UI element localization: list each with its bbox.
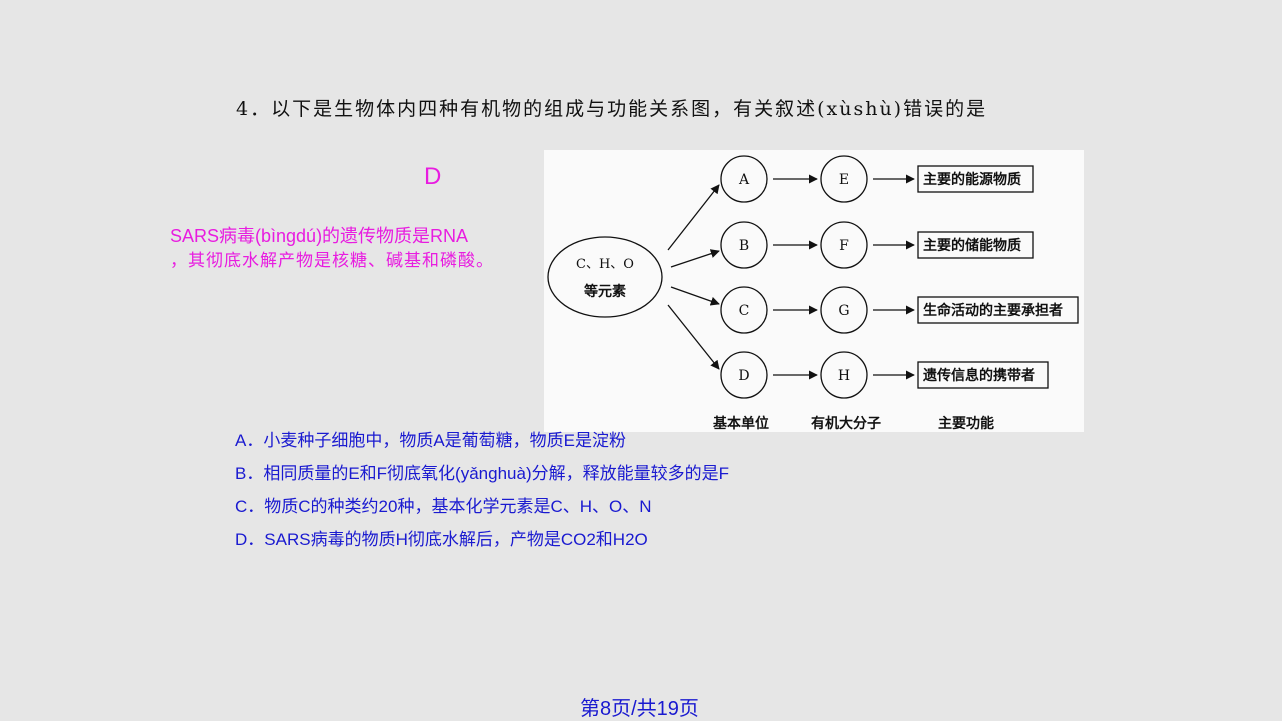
macro-circle-G <box>820 286 868 334</box>
unit-circle-C <box>720 286 768 334</box>
explanation-line-1: SARS病毒(bìngdú)的遗传物质是RNA <box>170 226 469 246</box>
answer-text: D <box>424 163 442 190</box>
arrow-element-to-unit <box>667 304 720 370</box>
page-number: 第8页/共19页 <box>580 698 699 720</box>
macro-circle-F <box>820 221 868 269</box>
element-ellipse <box>547 236 663 318</box>
function-label: 主要的能源物质 <box>923 171 1021 188</box>
function-label: 主要的储能物质 <box>923 237 1021 254</box>
function-label: 生命活动的主要承担者 <box>923 302 1063 319</box>
macro-label: H <box>838 368 850 384</box>
macro-label: F <box>839 238 849 254</box>
option-b[interactable]: B．相同质量的E和F彻底氧化(yǎnghuà)分解，释放能量较多的是F <box>235 464 729 483</box>
diagram-svg: C、H、O 等元素 A E 主要的能源物质 B F 主要的储能物质 C G 生命活动的主要承担者 D H… <box>547 155 1079 432</box>
macro-label: E <box>839 172 849 188</box>
option-d[interactable]: D．SARS病毒的物质H彻底水解后，产物是CO2和H2O <box>235 530 648 549</box>
macro-circle-H <box>820 351 868 399</box>
unit-label: A <box>738 172 750 188</box>
function-box <box>917 361 1049 389</box>
relationship-diagram: C、H、O 等元素 A E 主要的能源物质 B F 主要的储能物质 C G 生命活动的主要承担者 D H… <box>544 150 1084 432</box>
unit-label: C <box>739 303 750 319</box>
function-label: 遗传信息的携带者 <box>922 367 1035 384</box>
function-box <box>917 165 1034 193</box>
element-label-2: 等元素 <box>584 283 626 300</box>
arrow-element-to-unit <box>667 184 720 251</box>
column-label: 主要功能 <box>938 415 994 432</box>
function-box <box>917 231 1034 259</box>
function-box <box>917 296 1079 324</box>
macro-circle-E <box>820 155 868 203</box>
column-label: 基本单位 <box>713 415 769 432</box>
macro-label: G <box>838 303 849 319</box>
explanation: SARS病毒(bìngdú)的遗传物质是RNA ，其彻底水解产物是核糖、碱基和磷… <box>170 224 494 274</box>
explanation-line-2: ，其彻底水解产物是核糖、碱基和磷酸。 <box>170 251 494 271</box>
arrow-element-to-unit <box>670 286 720 306</box>
question-text: 4．以下是生物体内四种有机物的组成与功能关系图，有关叙述(xùshù)错误的是 <box>236 98 988 120</box>
element-label: C、H、O <box>576 257 634 272</box>
column-label: 有机大分子 <box>811 415 881 432</box>
option-c[interactable]: C．物质C的种类约20种，基本化学元素是C、H、O、N <box>235 497 652 516</box>
unit-circle-A <box>720 155 768 203</box>
unit-circle-B <box>720 221 768 269</box>
unit-circle-D <box>720 351 768 399</box>
options-list: A．小麦种子细胞中，物质A是葡萄糖，物质E是淀粉 B．相同质量的E和F彻底氧化(… <box>235 424 729 556</box>
unit-label: B <box>739 238 749 254</box>
unit-label: D <box>738 368 749 384</box>
arrow-element-to-unit <box>670 249 720 268</box>
option-a[interactable]: A．小麦种子细胞中，物质A是葡萄糖，物质E是淀粉 <box>235 431 627 450</box>
